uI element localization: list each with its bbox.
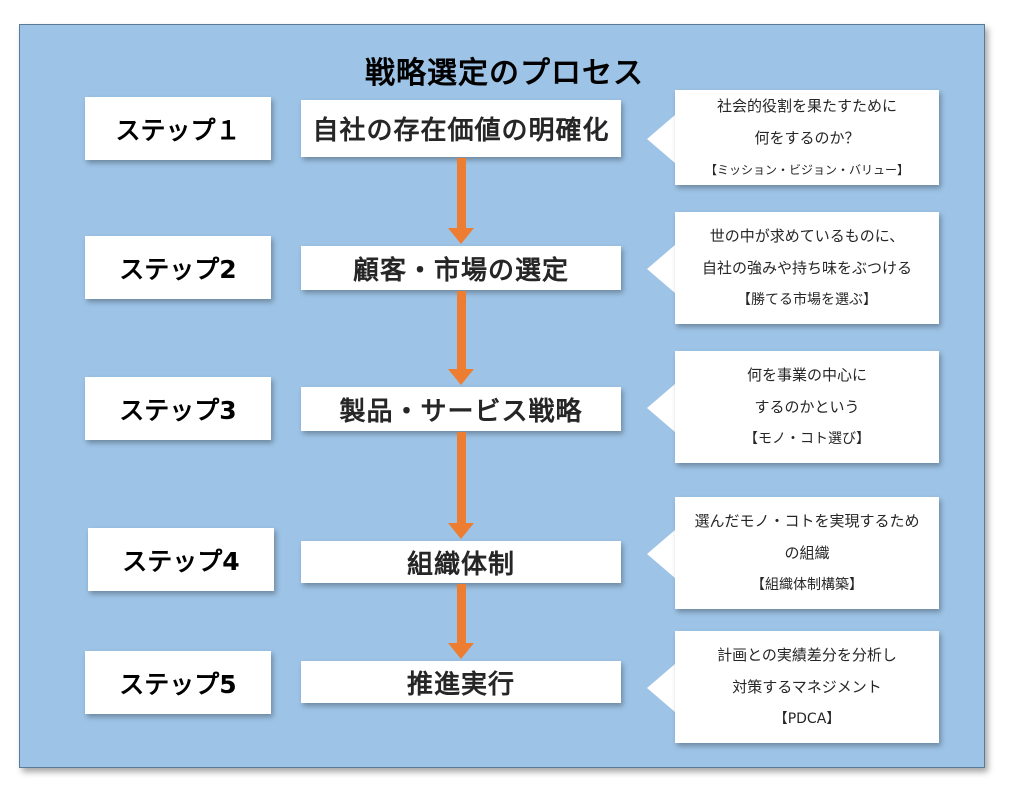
callout-1-line-1: 社会的役割を果たすために (716, 96, 897, 115)
flow-arrow-1-shaft (457, 158, 466, 228)
callout-2-pointer (647, 245, 675, 293)
flow-arrow-1-head (448, 228, 474, 244)
process-box-4: 組織体制 (301, 541, 621, 583)
callout-3-line-1: 何を事業の中心に (746, 366, 867, 384)
flow-arrow-3-shaft (457, 432, 466, 523)
callout-2-line-1: 世の中が求めているものに、 (709, 227, 905, 245)
callout-1: 社会的役割を果たすために 何をするのか？ 【ミッション・ビジョン・バリュー】 (675, 90, 939, 185)
callout-5-line-1: 計画との実績差分を分析し (717, 646, 897, 664)
process-box-1: 自社の存在価値の明確化 (301, 100, 621, 157)
callout-1-tag: 【ミッション・ビジョン・バリュー】 (704, 162, 909, 177)
callout-1-line-2: 何をするのか？ (754, 128, 860, 147)
callout-5: 計画との実績差分を分析し 対策するマネジメント 【PDCA】 (675, 631, 939, 743)
callout-3-pointer (647, 384, 675, 432)
flow-arrow-2-head (448, 369, 474, 385)
callout-2-line-2: 自社の強みや持ち味をぶつける (701, 259, 912, 277)
callout-3-tag: 【モノ・コト選び】 (744, 431, 870, 447)
callout-4-line-2: の組織 (784, 544, 830, 562)
callout-1-pointer (647, 115, 675, 163)
flow-arrow-3-head (448, 523, 474, 539)
callout-2: 世の中が求めているものに、 自社の強みや持ち味をぶつける 【勝てる市場を選ぶ】 (675, 212, 939, 324)
callout-4-line-1: 選んだモノ・コトを実現するため (694, 512, 920, 530)
step-1-label: ステップ１ (85, 97, 271, 160)
flow-arrow-4-shaft (457, 584, 466, 643)
process-box-5: 推進実行 (301, 661, 621, 703)
callout-3: 何を事業の中心に するのかという 【モノ・コト選び】 (675, 351, 939, 463)
process-box-2: 顧客・市場の選定 (301, 246, 621, 290)
process-box-3: 製品・サービス戦略 (301, 387, 621, 431)
callout-4-tag: 【組織体制構築】 (751, 577, 863, 593)
step-3-label: ステップ3 (85, 377, 271, 440)
callout-2-tag: 【勝てる市場を選ぶ】 (737, 292, 877, 308)
callout-5-pointer (647, 664, 675, 712)
callout-5-tag: 【PDCA】 (773, 711, 841, 727)
step-4-label: ステップ4 (88, 528, 274, 591)
callout-3-line-2: するのかという (754, 398, 860, 416)
callout-4: 選んだモノ・コトを実現するため の組織 【組織体制構築】 (675, 497, 939, 609)
callout-5-line-2: 対策するマネジメント (732, 678, 882, 696)
flow-arrow-2-shaft (457, 291, 466, 369)
callout-4-pointer (647, 530, 675, 578)
diagram-title: 戦略選定のプロセス (365, 56, 644, 91)
step-5-label: ステップ5 (85, 651, 271, 714)
step-2-label: ステップ2 (85, 236, 271, 299)
flow-arrow-4-head (448, 643, 474, 659)
